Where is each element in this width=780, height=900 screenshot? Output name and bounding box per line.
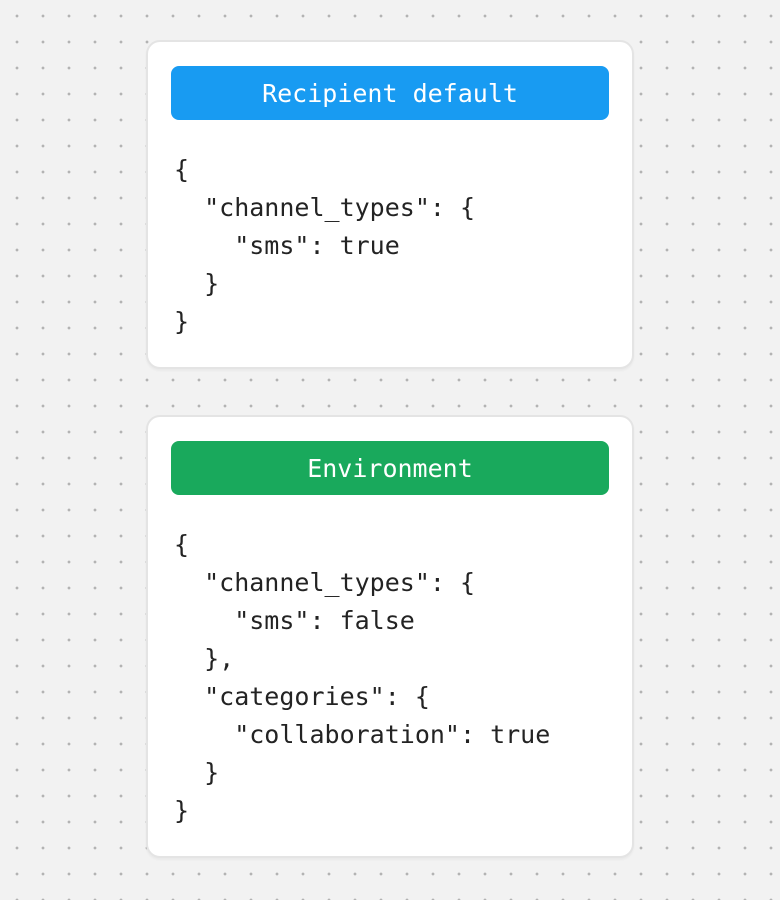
recipient-default-header: Recipient default — [171, 66, 609, 120]
environment-header: Environment — [171, 441, 609, 495]
environment-card: Environment { "channel_types": { "sms": … — [146, 415, 634, 858]
recipient-default-card: Recipient default { "channel_types": { "… — [146, 40, 634, 369]
recipient-default-json-code: { "channel_types": { "sms": true } } — [174, 155, 476, 336]
environment-json-code: { "channel_types": { "sms": false }, "ca… — [174, 530, 551, 825]
